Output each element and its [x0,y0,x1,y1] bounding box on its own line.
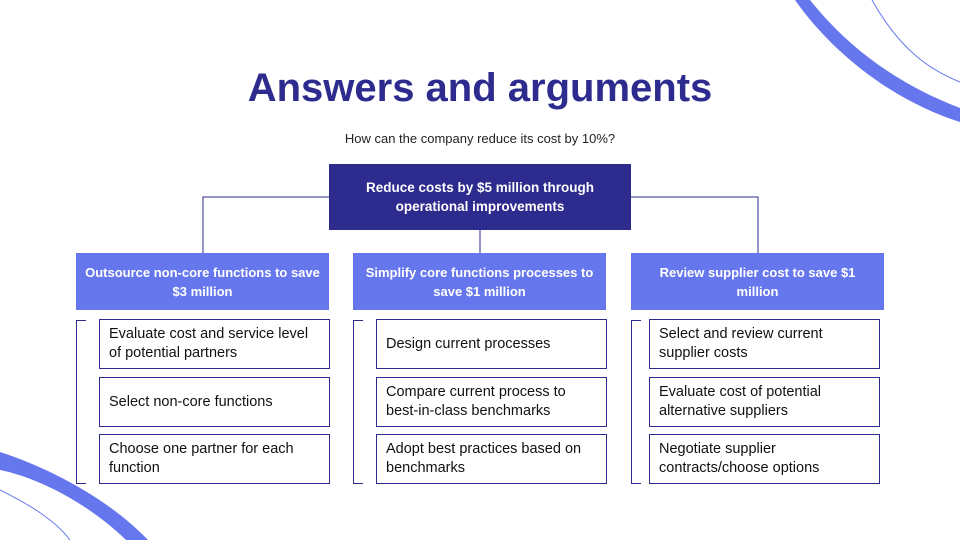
branch-supplier: Review supplier cost to save $1 million [631,253,884,310]
connector-right [631,196,759,253]
leaf-outsource-1: Evaluate cost and service level of poten… [99,319,330,369]
leaf-outsource-3: Choose one partner for each function [99,434,330,484]
bottom-left-swoosh [0,452,148,540]
branch-outsource: Outsource non-core functions to save $3 … [76,253,329,310]
leaf-supplier-1: Select and review current supplier costs [649,319,880,369]
bottom-left-thin-curve [0,489,71,540]
branch-simplify: Simplify core functions processes to sav… [353,253,606,310]
leaf-supplier-2: Evaluate cost of potential alternative s… [649,377,880,427]
root-node: Reduce costs by $5 million through opera… [329,164,631,230]
leaf-simplify-3: Adopt best practices based on benchmarks [376,434,607,484]
connector-left [202,196,329,253]
leaf-simplify-1: Design current processes [376,319,607,369]
leaf-simplify-2: Compare current process to best-in-class… [376,377,607,427]
branch-simplify-bracket [353,320,363,484]
slide-title: Answers and arguments [247,66,713,110]
top-right-swoosh [795,0,960,122]
branch-supplier-bracket [631,320,641,484]
slide-question: How can the company reduce its cost by 1… [344,131,616,146]
leaf-supplier-3: Negotiate supplier contracts/choose opti… [649,434,880,484]
connector-lines [202,196,759,253]
top-right-thin-curve [871,0,960,83]
branch-outsource-bracket [76,320,86,484]
leaf-outsource-2: Select non-core functions [99,377,330,427]
